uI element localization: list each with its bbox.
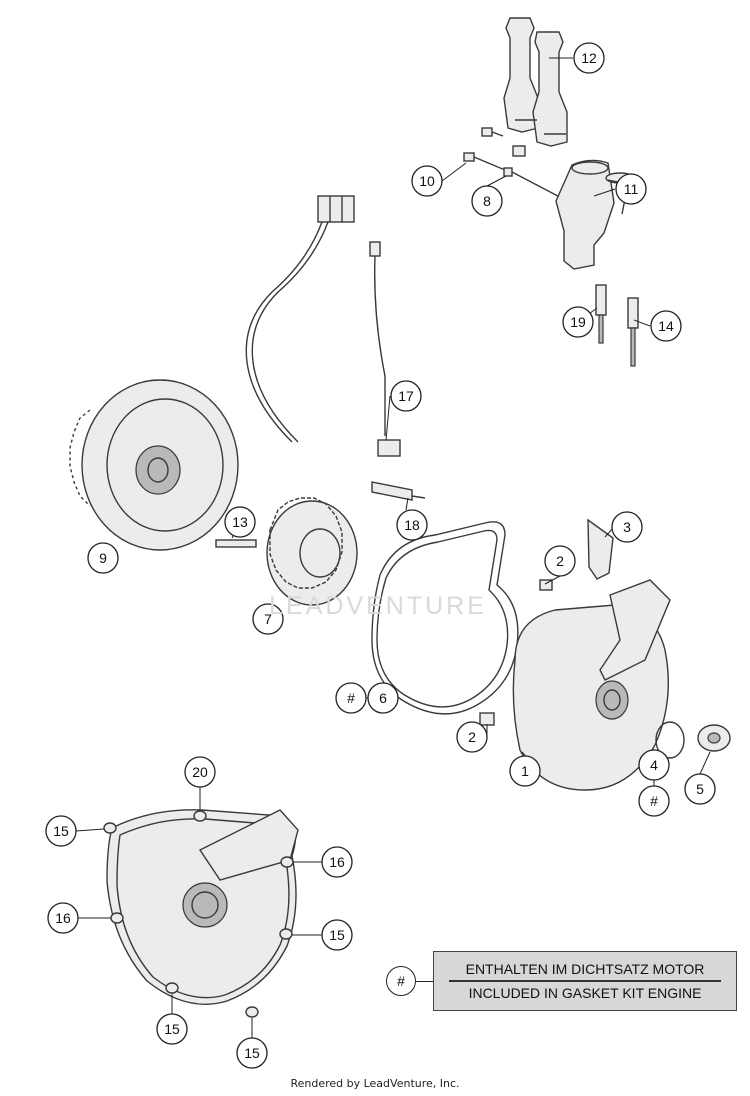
callout-2-lower: 2 <box>456 721 488 753</box>
callout-4: 4 <box>638 749 670 781</box>
callout-15-right: 15 <box>321 919 353 951</box>
callout-4-label: 4 <box>650 757 658 773</box>
callout-1: 1 <box>509 755 541 787</box>
callout-16-left: 16 <box>47 902 79 934</box>
hash-marker-6-label: # <box>347 690 355 706</box>
legend-line-german: ENTHALTEN IM DICHTSATZ MOTOR <box>465 961 705 978</box>
o-ring-and-plug-drawing <box>655 721 731 759</box>
callout-20-label: 20 <box>192 764 208 780</box>
callout-7: 7 <box>252 603 284 635</box>
callout-15-bottom-right: 15 <box>236 1037 268 1069</box>
callout-15-bottom-left: 15 <box>156 1013 188 1045</box>
callout-9-label: 9 <box>99 550 107 566</box>
hash-marker-6: # <box>335 682 367 714</box>
generator-cover-drawing <box>479 518 671 791</box>
spark-plug-caps-drawing <box>555 159 635 270</box>
callout-2-lower-label: 2 <box>468 729 476 745</box>
callout-15-right-label: 15 <box>329 927 345 943</box>
ignition-coils-drawing <box>503 17 568 147</box>
callout-18: 18 <box>396 509 428 541</box>
callout-16-right-label: 16 <box>329 854 345 870</box>
callout-7-label: 7 <box>264 611 272 627</box>
callout-3: 3 <box>611 511 643 543</box>
callout-12: 12 <box>573 42 605 74</box>
outer-cover-drawing <box>103 809 299 1018</box>
callout-20: 20 <box>184 756 216 788</box>
callout-13: 13 <box>224 506 256 538</box>
flywheel-drawing <box>69 379 239 551</box>
watermark: LEADVENTURE <box>269 592 487 620</box>
callout-16-right: 16 <box>321 846 353 878</box>
callout-17: 17 <box>390 380 422 412</box>
footer-credit: Rendered by LeadVenture, Inc. <box>290 1077 460 1090</box>
callout-15-bottom-right-label: 15 <box>244 1045 260 1061</box>
callout-5: 5 <box>684 773 716 805</box>
callout-11: 11 <box>615 173 647 205</box>
callout-13-label: 13 <box>232 514 248 530</box>
callout-16-left-label: 16 <box>55 910 71 926</box>
callout-6-label: 6 <box>379 690 387 706</box>
callout-17-label: 17 <box>398 388 414 404</box>
callout-12-label: 12 <box>581 50 597 66</box>
callout-9: 9 <box>87 542 119 574</box>
callout-2-upper: 2 <box>544 545 576 577</box>
callout-8: 8 <box>471 185 503 217</box>
sensor-cable-drawing <box>369 241 426 501</box>
callout-15-bottom-left-label: 15 <box>164 1021 180 1037</box>
hash-marker-4: # <box>638 785 670 817</box>
callout-19: 19 <box>562 306 594 338</box>
callout-8-label: 8 <box>483 193 491 209</box>
legend-leader-line <box>416 981 433 982</box>
callout-5-label: 5 <box>696 781 704 797</box>
callout-10-label: 10 <box>419 173 435 189</box>
callout-1-label: 1 <box>521 763 529 779</box>
callout-14-label: 14 <box>658 318 674 334</box>
small-bolts-drawing <box>463 127 576 206</box>
stator-drawing <box>215 497 358 606</box>
callout-3-label: 3 <box>623 519 631 535</box>
callout-11-label: 11 <box>624 181 639 197</box>
callout-10: 10 <box>411 165 443 197</box>
gasket-drawing <box>371 521 519 715</box>
legend-divider <box>449 980 721 982</box>
callout-19-label: 19 <box>570 314 586 330</box>
stator-wire-drawing <box>245 195 355 443</box>
legend-line-english: INCLUDED IN GASKET KIT ENGINE <box>468 984 702 1001</box>
hash-marker-4-label: # <box>650 793 658 809</box>
spark-plugs-drawing <box>595 284 639 367</box>
callout-14: 14 <box>650 310 682 342</box>
callout-18-label: 18 <box>404 517 420 533</box>
callout-2-upper-label: 2 <box>556 553 564 569</box>
legend-hash-marker: # <box>386 966 416 996</box>
callout-6: 6 <box>367 682 399 714</box>
callout-15-top-left: 15 <box>45 815 77 847</box>
callout-15-top-left-label: 15 <box>53 823 69 839</box>
legend-box: ENTHALTEN IM DICHTSATZ MOTOR INCLUDED IN… <box>433 951 737 1011</box>
